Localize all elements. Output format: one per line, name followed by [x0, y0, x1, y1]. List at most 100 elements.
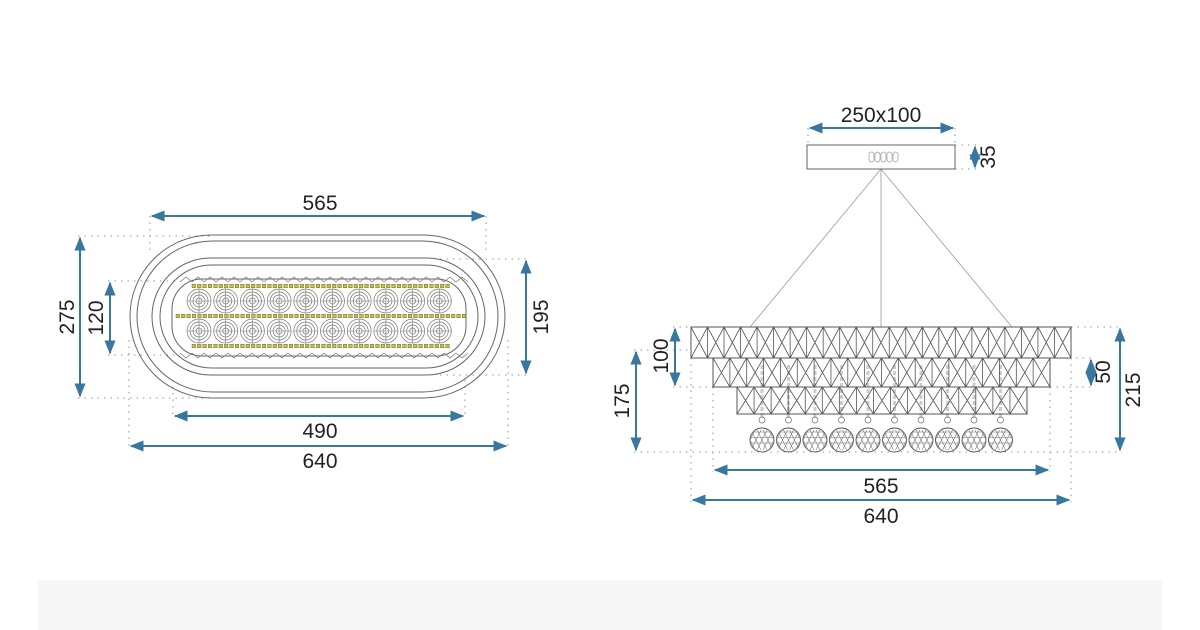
tier-lattice — [712, 357, 1051, 388]
led-chip — [386, 284, 391, 289]
led-chip — [197, 344, 202, 349]
crystal-cross — [213, 319, 238, 343]
led-chip — [380, 344, 385, 349]
led-chip — [251, 314, 256, 319]
tier-lattice — [736, 386, 1028, 415]
ball-facets — [803, 429, 827, 451]
led-chip — [332, 314, 337, 319]
led-chip — [348, 314, 353, 319]
led-chip — [440, 314, 445, 319]
led-chip — [424, 314, 429, 319]
led-chip — [234, 344, 239, 349]
led-chip — [440, 284, 445, 289]
led-chip — [283, 314, 288, 319]
led-chip — [316, 284, 321, 289]
led-chip — [278, 314, 283, 319]
led-chip — [289, 344, 294, 349]
crystal-rosette — [240, 318, 265, 344]
led-chip — [343, 284, 348, 289]
led-chip — [332, 284, 337, 289]
led-chip — [413, 314, 418, 319]
background-band — [38, 580, 1162, 630]
crystal-cross — [400, 319, 425, 343]
led-chip — [299, 284, 304, 289]
canopy-indicator — [868, 151, 899, 163]
bead — [864, 416, 872, 424]
ceiling-canopy — [806, 144, 956, 170]
led-chip — [445, 344, 450, 349]
led-chip — [386, 344, 391, 349]
crystal-rosette — [400, 318, 425, 344]
crystal-cross — [373, 289, 398, 313]
ball-facets — [830, 429, 853, 451]
led-chip — [294, 314, 299, 319]
led-chip — [305, 344, 310, 349]
led-chip — [321, 314, 326, 319]
dimension-label-inner-height: 120 — [85, 300, 108, 335]
ball-facets — [989, 429, 1012, 451]
bead — [917, 416, 925, 424]
led-chip — [218, 344, 223, 349]
led-chip — [364, 314, 369, 319]
led-chip — [326, 284, 331, 289]
dimension-label-band-height: 195 — [530, 299, 553, 334]
canopy-oval — [868, 151, 875, 163]
led-chip — [370, 314, 375, 319]
pendant — [908, 365, 934, 453]
crystal-tiers — [690, 326, 1072, 415]
led-chip — [202, 344, 207, 349]
led-chip — [191, 284, 196, 289]
led-chip — [191, 344, 196, 349]
led-chip — [213, 344, 218, 349]
led-chip — [267, 344, 272, 349]
led-chip — [310, 314, 315, 319]
side-view: 250x100 35 100 175 50 215 565 640 — [611, 104, 1145, 528]
led-chip — [273, 314, 278, 319]
outer-band — [136, 240, 499, 393]
suspension-wire — [749, 168, 882, 328]
led-chip — [240, 344, 245, 349]
crystal-cross — [240, 289, 265, 313]
led-strips — [175, 284, 467, 349]
led-chip — [348, 284, 353, 289]
crystal-cross — [320, 319, 345, 343]
led-chip — [424, 344, 429, 349]
led-chip — [256, 314, 261, 319]
crystal-facets — [179, 276, 469, 359]
led-chip — [245, 284, 250, 289]
crystal-rosette — [240, 288, 265, 314]
led-chip — [224, 344, 229, 349]
led-chip — [251, 344, 256, 349]
led-chip — [175, 314, 180, 319]
canopy-oval — [880, 151, 887, 163]
dimension-label-total-height: 215 — [1122, 372, 1145, 407]
led-chip — [213, 314, 218, 319]
led-chip — [402, 314, 407, 319]
dimension-label-outer-length: 565 — [302, 192, 337, 215]
led-chip — [386, 314, 391, 319]
led-chip — [359, 344, 364, 349]
led-chip — [207, 344, 212, 349]
led-chip — [413, 344, 418, 349]
led-chip — [332, 344, 337, 349]
led-chip — [294, 284, 299, 289]
led-chip — [429, 314, 434, 319]
crystal-cross — [267, 319, 292, 343]
crystal-rosette — [186, 288, 212, 314]
crystal-pendants — [749, 365, 1013, 453]
led-chip — [186, 314, 191, 319]
led-chip — [402, 284, 407, 289]
crystal-cross — [427, 319, 452, 343]
led-chip — [181, 314, 186, 319]
led-chip — [245, 344, 250, 349]
led-chip — [413, 284, 418, 289]
crystal-rosette — [213, 318, 239, 344]
crystal-rosette — [373, 288, 399, 314]
crystal-tier — [736, 386, 1028, 415]
led-chip — [381, 314, 386, 319]
led-chip — [391, 344, 396, 349]
led-chip — [337, 284, 342, 289]
ball-facets — [936, 429, 959, 451]
dimension-label-lower-tier-height: 50 — [1092, 360, 1115, 383]
crystal-cross — [347, 319, 372, 343]
